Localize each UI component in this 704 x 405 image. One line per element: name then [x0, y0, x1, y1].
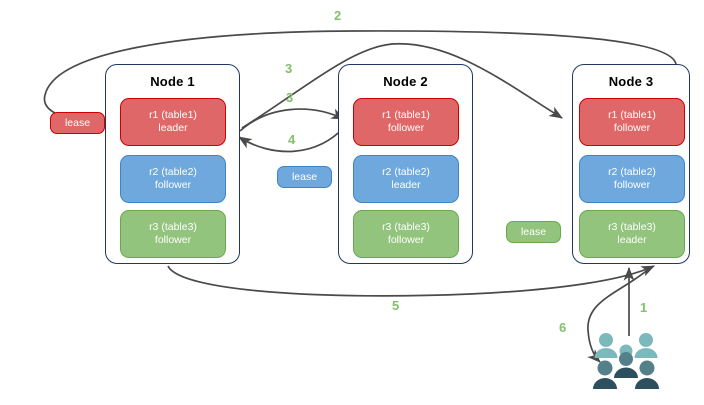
- replica-role: leader: [617, 234, 647, 246]
- replica-r2[interactable]: r2 (table2) follower: [579, 155, 685, 203]
- replica-r3[interactable]: r3 (table3) follower: [120, 210, 226, 258]
- arrow-step-4: [238, 124, 347, 153]
- arrow-step-5: [167, 265, 655, 297]
- lease-badge-r3[interactable]: lease: [506, 221, 561, 243]
- node-title: Node 1: [150, 74, 195, 89]
- arrow-step-3-to-node3: [241, 43, 563, 129]
- step-label-5: 5: [392, 298, 400, 313]
- arrow-step-3-to-node2: [239, 108, 345, 132]
- replica-role: leader: [391, 179, 421, 191]
- replica-r1[interactable]: r1 (table1) leader: [120, 98, 226, 146]
- replica-role: follower: [387, 122, 425, 134]
- step-label-6: 6: [559, 320, 567, 335]
- node-container-2[interactable]: Node 2 r1 (table1) follower r2 (table2) …: [338, 64, 473, 264]
- replica-name: r1 (table1): [608, 109, 656, 121]
- replica-name: r2 (table2): [608, 166, 656, 178]
- replica-name: r1 (table1): [382, 109, 430, 121]
- replica-name: r3 (table3): [149, 221, 197, 233]
- replica-r2[interactable]: r2 (table2) leader: [353, 155, 459, 203]
- step-label-3-node2: 3: [286, 90, 294, 105]
- replica-role: follower: [613, 179, 651, 191]
- node-container-1[interactable]: Node 1 r1 (table1) leader r2 (table2) fo…: [105, 64, 240, 264]
- replica-name: r1 (table1): [149, 109, 197, 121]
- arrow-step-6: [587, 267, 651, 363]
- arrow-step-2: [43, 30, 677, 127]
- step-label-1: 1: [640, 300, 648, 315]
- replica-name: r2 (table2): [149, 166, 197, 178]
- replica-r2[interactable]: r2 (table2) follower: [120, 155, 226, 203]
- replica-role: follower: [387, 234, 425, 246]
- replica-role: leader: [158, 122, 188, 134]
- step-label-3-node3: 3: [285, 61, 293, 76]
- replica-role: follower: [154, 234, 192, 246]
- replica-r3[interactable]: r3 (table3) leader: [579, 210, 685, 258]
- replica-r3[interactable]: r3 (table3) follower: [353, 210, 459, 258]
- replica-r1[interactable]: r1 (table1) follower: [579, 98, 685, 146]
- replica-r1[interactable]: r1 (table1) follower: [353, 98, 459, 146]
- lease-badge-r1[interactable]: lease: [50, 112, 105, 134]
- replica-name: r2 (table2): [382, 166, 430, 178]
- node-title: Node 3: [608, 74, 654, 89]
- step-label-2: 2: [334, 8, 342, 23]
- people-group-icon: [593, 333, 659, 389]
- replica-name: r3 (table3): [382, 221, 430, 233]
- step-label-4: 4: [288, 132, 296, 147]
- lease-badge-r2[interactable]: lease: [277, 166, 332, 188]
- replica-name: r3 (table3): [608, 221, 656, 233]
- node-title: Node 2: [383, 74, 428, 89]
- replica-role: follower: [154, 179, 192, 191]
- node-container-3[interactable]: Node 3 r1 (table1) follower r2 (table2) …: [572, 64, 690, 264]
- replica-role: follower: [613, 122, 651, 134]
